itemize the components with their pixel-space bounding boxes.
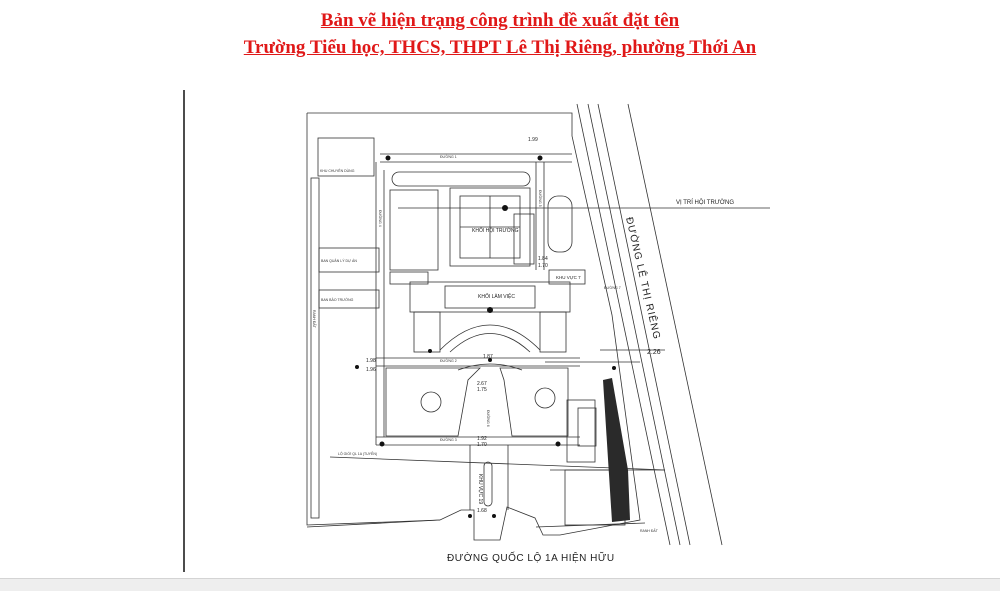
site-boundary [306,112,641,541]
road-label: ĐƯỜNG 6 [486,410,491,427]
zone-19-label: KHU VỰC 19 [477,474,483,504]
row-limit-label: LỘ GIỚI QL 1A (TUYẾN) [338,451,377,456]
title-line-1: Bản vẽ hiện trạng công trình đề xuất đặt… [320,10,680,31]
road-south-label: ĐƯỜNG QUỐC LỘ 1A HIỆN HỮU [447,550,615,564]
road-label: ĐƯỜNG 7 [604,285,621,290]
yard-east [499,367,569,437]
maintenance-label: BAN BẢO TRƯỜNG [321,297,354,302]
dim-label: 2.67 [477,381,487,387]
dim-label: 1.99 [528,137,538,143]
dim-label: 1.84 [538,256,548,262]
dim-label: 1.68 [477,508,487,514]
special-use-label: KHU CHUYÊN DÙNG [320,168,355,173]
boundary-label: RANH ĐẤT [640,529,659,533]
boundary-label: RANH ĐẤT [312,310,316,329]
dim-label: 1.70 [538,263,548,269]
road-label: ĐƯỜNG 3 [440,437,457,442]
road-label: ĐƯỜNG 4 [378,210,383,227]
dim-label: 1.75 [477,387,487,393]
zone-7-label: KHU VỰC 7 [556,275,581,280]
office-block-label: KHỐI LÀM VIỆC [478,292,515,300]
boundary-strip-left [310,177,320,519]
dim-label: 1.92 [477,436,487,442]
pmu-label: BAN QUẢN LÝ DỰ ÁN [321,258,357,263]
maintenance-building [318,289,380,309]
road-label: ĐƯỜNG 2 [440,358,457,363]
hatched-area [603,378,630,522]
dim-label: 1.98 [366,358,376,364]
yard-west [385,367,481,437]
hall-position-label: VỊ TRÍ HỘI TRƯỜNG [676,199,734,206]
title-line-2: Trường Tiểu học, THCS, THPT Lê Thị Riêng… [243,37,757,58]
road-label: ĐƯỜNG 5 [538,190,543,207]
road-label: ĐƯỜNG 1 [440,154,457,159]
dim-label: 1.96 [366,367,376,373]
dim-label: 2.26 [647,349,661,356]
assembly-block-label: KHỐI HỘI TRƯỜNG [472,227,519,234]
assembly-hall-footprint [449,187,531,267]
dim-label: 1.70 [477,442,487,448]
zone-7-box [548,269,586,285]
pmu-building [318,247,380,273]
dim-label: 1.87 [483,354,493,360]
window-bottom-bar [0,578,1000,591]
special-use-area [317,137,375,177]
